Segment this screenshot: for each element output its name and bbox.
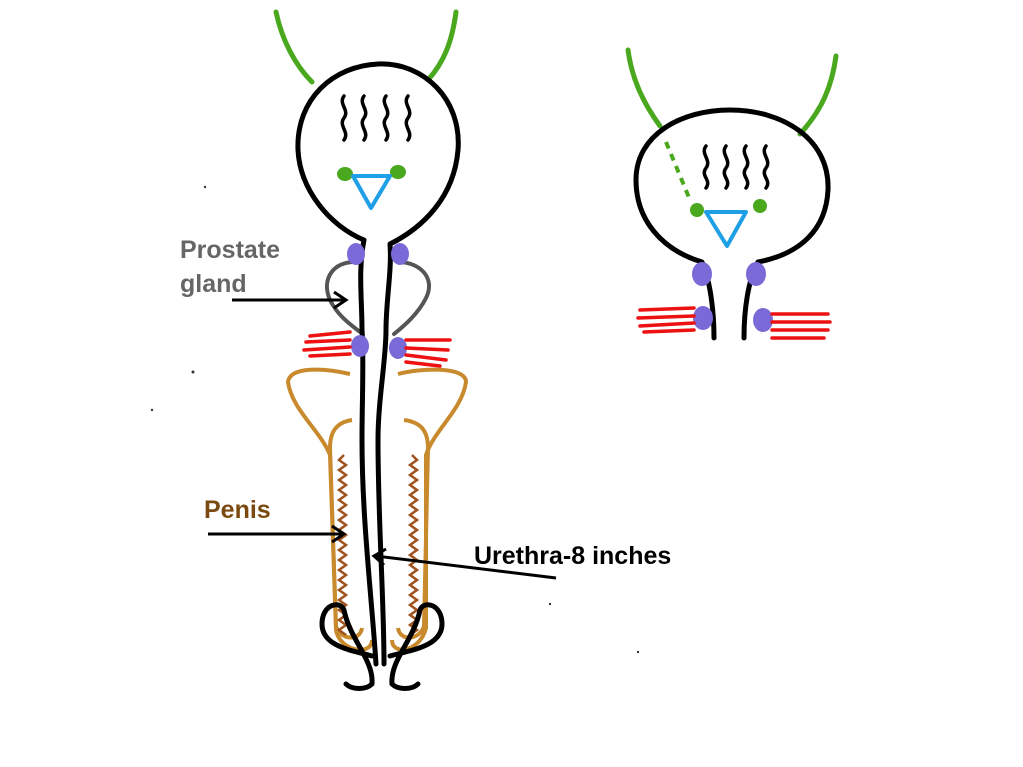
speck (636, 650, 640, 654)
bladder-ruga-1 (340, 94, 348, 142)
speck (150, 408, 154, 412)
glans-left (319, 602, 375, 691)
female-ureter-dashed (664, 141, 692, 201)
bladder-and-urethra-outline (295, 61, 461, 667)
internal-sphincter-right (391, 243, 409, 265)
female-ruga-2 (722, 144, 730, 190)
female-trigone (704, 210, 748, 248)
female-bladder-figure (625, 47, 839, 341)
left-ureter (273, 9, 315, 85)
pelvic-muscle-right (404, 338, 452, 368)
internal-sphincter-left (347, 243, 365, 265)
female-ruga-4 (762, 144, 770, 190)
female-ruga-1 (702, 144, 710, 190)
ureter-opening-left (337, 167, 353, 181)
urethra-label-group: Urethra-8 inches (371, 542, 671, 580)
urethra-arrow (375, 554, 557, 580)
female-internal-sphincter-right (746, 262, 766, 286)
penis-erectile-right (407, 454, 420, 637)
trigone (351, 174, 392, 210)
female-right-ureter (797, 53, 839, 137)
female-internal-sphincter-left (692, 262, 712, 286)
penis-arrowhead (331, 524, 347, 544)
female-bladder-outline (633, 107, 831, 341)
female-ureter-opening-right (753, 199, 767, 213)
bladder-ruga-4 (404, 94, 412, 142)
speck (191, 370, 195, 374)
female-ruga-3 (742, 144, 750, 190)
bladder-ruga-2 (360, 94, 368, 142)
external-sphincter-left (351, 335, 369, 357)
penis-label-group: Penis (204, 496, 347, 544)
bladder-ruga-3 (382, 94, 390, 142)
female-pelvic-muscle-right (770, 312, 832, 340)
right-ureter (425, 9, 459, 83)
speck (203, 185, 207, 189)
prostate-arrowhead (333, 290, 349, 310)
urethra-arrowhead (371, 547, 387, 567)
female-left-ureter (625, 47, 663, 129)
prostate-label-group: Prostate gland (180, 236, 349, 310)
glans-right (387, 602, 445, 691)
male-anatomy-figure (273, 9, 468, 691)
pelvic-muscle-left (302, 330, 352, 358)
female-ureter-opening-left (690, 203, 704, 217)
penis-inner-tissue-right (396, 418, 431, 640)
female-external-sphincter-right (753, 308, 773, 332)
female-pelvic-muscle-left (636, 306, 696, 334)
female-external-sphincter-left (693, 306, 713, 330)
external-sphincter-right (389, 337, 407, 359)
penis-erectile-left (336, 454, 349, 637)
speck (548, 602, 552, 606)
urethra-label: Urethra-8 inches (474, 542, 671, 570)
prostate-label-line2: gland (180, 270, 247, 298)
prostate-label-line1: Prostate (180, 236, 280, 264)
ureter-opening-right (390, 165, 406, 179)
penis-label: Penis (204, 496, 271, 524)
